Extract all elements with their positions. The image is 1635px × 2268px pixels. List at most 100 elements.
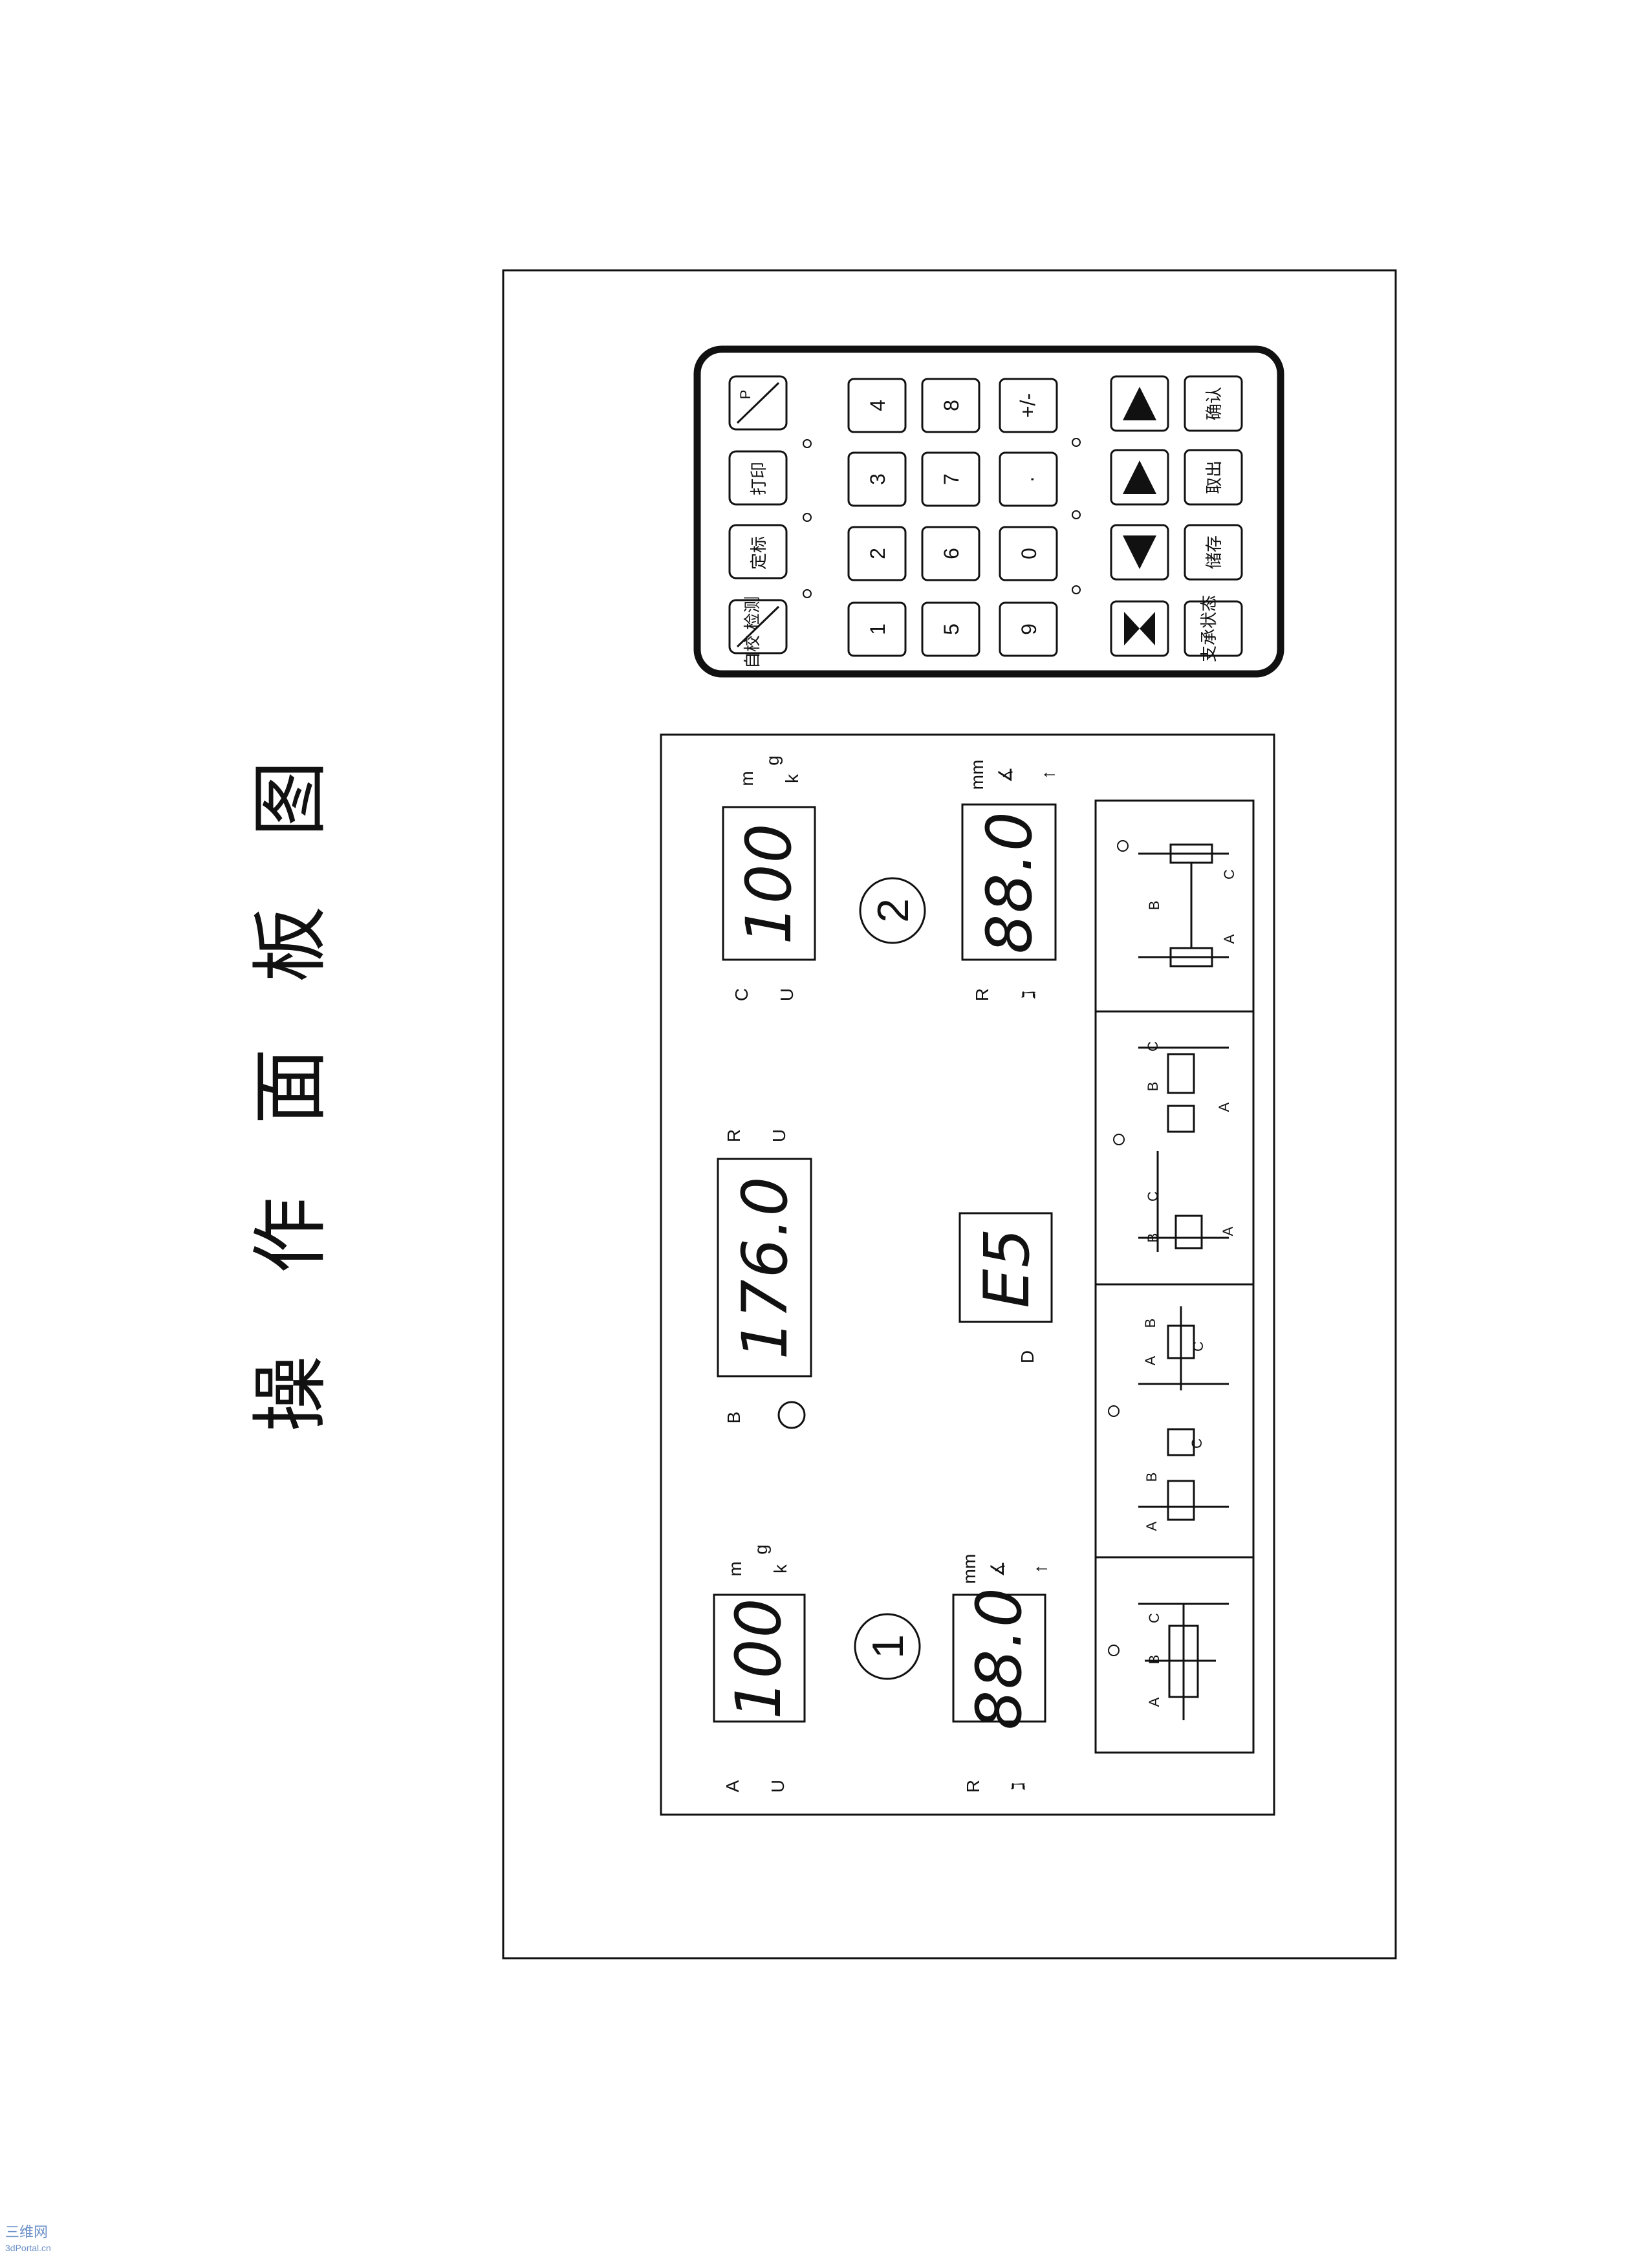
display-code: E5 — [958, 1212, 1053, 1323]
display-weight-left: 100 — [713, 1593, 806, 1723]
dimension-label-B: B — [1143, 1473, 1160, 1482]
key-1[interactable] — [847, 601, 907, 657]
key-recall-label: 取出 — [1205, 460, 1224, 494]
label-k: k — [770, 1564, 790, 1573]
label-R: R — [972, 988, 992, 1001]
key-2[interactable] — [847, 526, 907, 581]
key-recall[interactable] — [1184, 449, 1243, 506]
key-0-label: 0 — [1017, 548, 1041, 559]
dimension-label-A: A — [1216, 1102, 1232, 1112]
led-window — [961, 803, 1057, 961]
pointer-icon: ↑ — [1038, 770, 1058, 779]
title-char-5: 图 — [246, 761, 335, 837]
key-arrow-up-2[interactable] — [1110, 375, 1169, 432]
distance-b-value: 176.0 — [729, 1176, 801, 1360]
key-3-label: 3 — [866, 473, 889, 485]
key-7[interactable] — [921, 451, 980, 507]
title-char-3: 面 — [246, 1048, 335, 1125]
key-8[interactable] — [921, 378, 980, 433]
dimension-label-A: A — [1220, 1226, 1236, 1236]
weight-left-value: 100 — [722, 1597, 795, 1719]
key-arrow-down[interactable] — [1110, 524, 1169, 581]
key-arrow-up[interactable] — [1110, 449, 1169, 506]
channel-1-circle — [854, 1613, 921, 1680]
label-m: m — [737, 771, 757, 786]
pointer-icon: ↑ — [1030, 1564, 1050, 1573]
mode-indicator-led[interactable] — [1108, 1405, 1120, 1417]
led-window — [952, 1593, 1046, 1723]
dimension-label-A: A — [1142, 1355, 1158, 1365]
key-mode-bottom[interactable] — [728, 599, 788, 654]
radius-symbol-icon: ℷ — [1008, 1782, 1028, 1790]
key-plus-minus-label: +/- — [1016, 393, 1039, 418]
display-distance-b: 176.0 — [717, 1158, 812, 1377]
label-C: C — [731, 988, 752, 1001]
led-window — [958, 1212, 1053, 1323]
arrow-up-icon — [1123, 387, 1156, 420]
key-7-label: 7 — [940, 473, 963, 485]
rotor-sketch-mode-2 — [1138, 1306, 1229, 1521]
indicator-led — [1072, 585, 1081, 594]
key-9[interactable] — [999, 601, 1058, 657]
key-4[interactable] — [847, 378, 907, 433]
dimension-label-C: C — [1145, 1041, 1161, 1052]
code-value: E5 — [971, 1227, 1043, 1308]
rotor-sketch-mode-3 — [1138, 1046, 1229, 1252]
key-6-label: 6 — [940, 548, 963, 559]
label-m: m — [725, 1561, 745, 1576]
display-radius-left: 88.0 — [952, 1586, 1046, 1730]
dimension-label-A: A — [1221, 934, 1237, 944]
key-mode-top[interactable] — [728, 375, 788, 431]
label-g: g — [763, 755, 783, 766]
channel-1-number: 1 — [863, 1634, 913, 1659]
key-fix[interactable] — [728, 524, 788, 579]
outer-frame — [502, 269, 1397, 1960]
key-print-label: 打印 — [750, 462, 769, 495]
dimension-label-B: B — [1146, 901, 1162, 911]
indicator-led — [803, 589, 812, 598]
bidirectional-arrow-icon — [1124, 612, 1155, 645]
key-dot[interactable] — [999, 451, 1058, 507]
key-1-label: 1 — [866, 623, 889, 635]
watermark: 三维网 3dPortal.cn — [5, 2225, 51, 2256]
key-print[interactable] — [728, 450, 788, 506]
led-window — [722, 806, 816, 961]
led-window — [717, 1158, 812, 1377]
display-panel-frame — [660, 733, 1275, 1816]
key-mode-top-slash — [736, 382, 780, 424]
dimension-label-C: C — [1189, 1438, 1205, 1449]
label-D: D — [1017, 1350, 1037, 1363]
weight-right-value: 100 — [733, 822, 805, 944]
indicator-led — [1072, 510, 1081, 519]
key-confirm[interactable] — [1184, 375, 1243, 432]
title-char-1: 操 — [246, 1355, 335, 1432]
key-6[interactable] — [921, 526, 980, 581]
dimension-label-A: A — [1146, 1697, 1162, 1707]
indicator-led — [803, 513, 812, 522]
key-0[interactable] — [999, 526, 1058, 581]
label-mm: mm — [967, 760, 987, 790]
key-store[interactable] — [1184, 524, 1243, 581]
dimension-label-C: C — [1190, 1341, 1206, 1352]
mode-indicator-led[interactable] — [1113, 1134, 1125, 1145]
key-3[interactable] — [847, 451, 907, 507]
key-plus-minus[interactable] — [999, 378, 1058, 433]
knob-icon — [777, 1401, 806, 1429]
mode-indicator-led[interactable] — [1108, 1645, 1120, 1656]
label-R: R — [724, 1129, 744, 1142]
key-support[interactable] — [1184, 600, 1243, 657]
keypad: 自校 检测 定标 打印 P 1 2 3 4 5 6 7 8 9 0 . — [728, 375, 1243, 669]
key-5[interactable] — [921, 601, 980, 657]
key-9-label: 9 — [1017, 623, 1041, 635]
dimension-label-B: B — [1145, 1082, 1161, 1092]
key-dot-label: . — [1015, 477, 1038, 482]
angle-icon: ∡ — [995, 766, 1015, 783]
radius-symbol-icon: ℷ — [1019, 990, 1039, 999]
key-bidirectional[interactable] — [1110, 600, 1169, 657]
dimension-label-B: B — [1146, 1655, 1162, 1665]
key-mode-top-label: P — [737, 390, 753, 400]
angle-icon: ∡ — [988, 1561, 1008, 1577]
mode-indicator-led[interactable] — [1117, 840, 1129, 852]
page-title: 操 作 面 板 图 — [246, 761, 335, 1432]
